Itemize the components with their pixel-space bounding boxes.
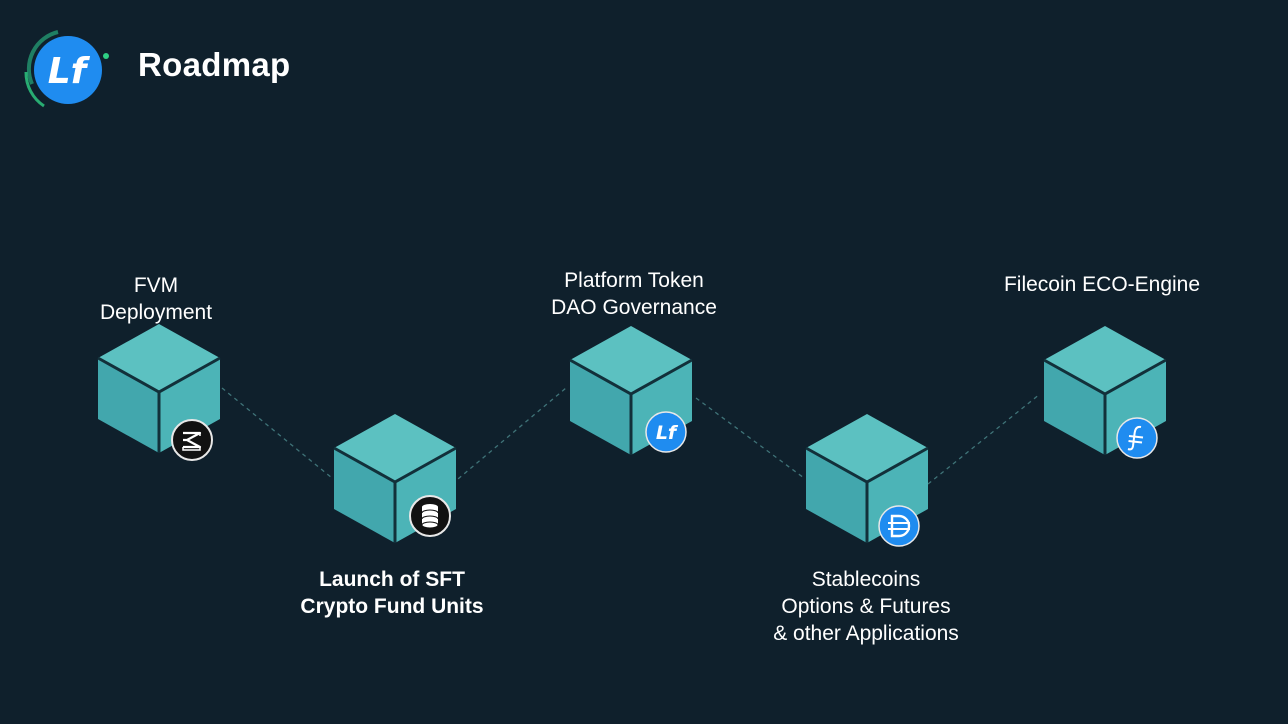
svg-text:Lf: Lf bbox=[656, 422, 679, 444]
stage-3-label-line: Platform Token bbox=[564, 269, 704, 292]
stage-4-label-line: & other Applications bbox=[773, 622, 959, 645]
stage-4-label-line: Stablecoins bbox=[811, 568, 921, 591]
stage-1-label-line: FVM bbox=[133, 274, 179, 297]
lf-logo-icon: Lf bbox=[645, 411, 687, 453]
stage-2-label: Launch of SFT Crypto Fund Units bbox=[272, 566, 512, 620]
svg-text:Lf: Lf bbox=[48, 51, 91, 92]
stage-3-label: Platform Token DAO Governance bbox=[514, 267, 754, 321]
stage-3-label-line: DAO Governance bbox=[551, 296, 717, 319]
stage-4-label-line: Options & Futures bbox=[781, 595, 951, 618]
lf-logo: Lf bbox=[24, 30, 109, 108]
stage-1-label-line: Deployment bbox=[99, 301, 213, 324]
stage-5-label-line: Filecoin ECO-Engine bbox=[1003, 273, 1201, 296]
filecoin-icon bbox=[1116, 417, 1158, 459]
coin-stack-icon bbox=[409, 495, 451, 537]
dai-icon bbox=[878, 505, 920, 547]
page-title: Roadmap bbox=[138, 46, 291, 83]
stage-4-label: Stablecoins Options & Futures & other Ap… bbox=[746, 566, 986, 647]
stage-5-label: Filecoin ECO-Engine bbox=[972, 271, 1232, 298]
stacked-layers-icon bbox=[171, 419, 213, 461]
stage-1-cube bbox=[97, 324, 221, 453]
stage-1-label: FVM Deployment bbox=[56, 272, 256, 326]
stage-2-label-line: Crypto Fund Units bbox=[300, 595, 484, 618]
stage-2-label-line: Launch of SFT bbox=[319, 568, 465, 591]
